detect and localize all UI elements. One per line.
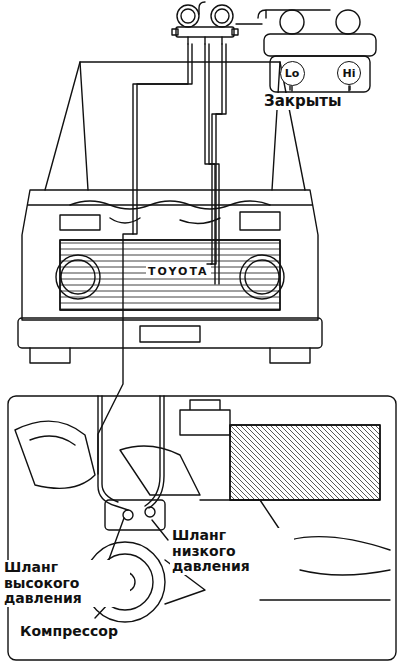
valve-label: Hi (343, 67, 356, 80)
part-label: Закрыты (262, 93, 344, 110)
gauge-valve-circle: Hi (337, 61, 361, 85)
part-label: Шланг низкого давления (170, 528, 294, 575)
part-label: Компрессор (18, 624, 120, 640)
leader-line (348, 86, 349, 91)
valve-label: Lo (285, 67, 300, 80)
part-label: Шланг высокого давления (2, 560, 130, 607)
brand-lettering: TOYOTA (146, 266, 211, 278)
gauge-valve-circle: Lo (280, 61, 305, 86)
leader-line (291, 87, 292, 92)
